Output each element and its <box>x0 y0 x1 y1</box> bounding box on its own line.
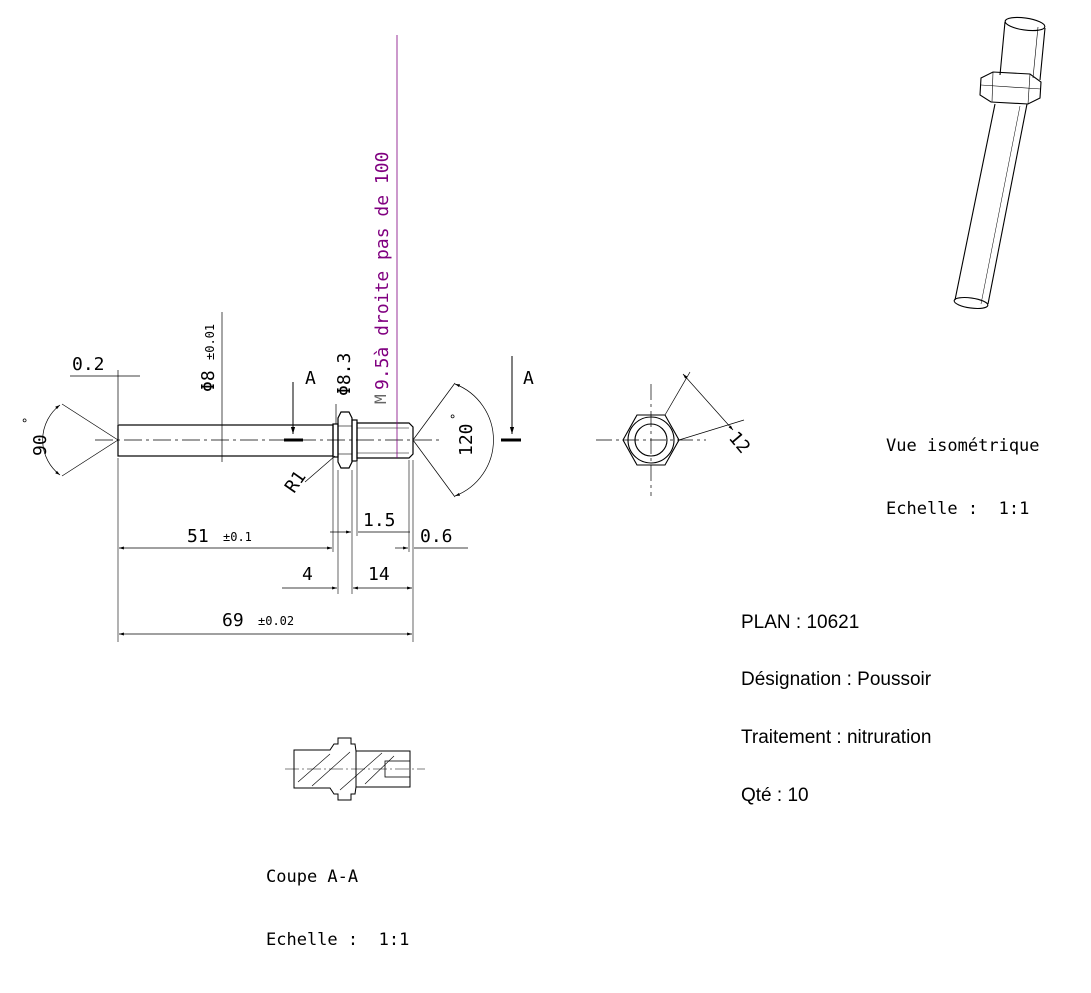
section-a-a-view <box>285 737 425 801</box>
dim-r1 <box>304 455 336 483</box>
dim-phi8-tol: ±0.01 <box>203 324 217 360</box>
angle-120-degree: ° <box>449 413 463 420</box>
dim-12-label: 12 <box>724 428 754 458</box>
dim-51-tol: ±0.1 <box>223 530 252 544</box>
angle-90-dimension <box>42 403 119 477</box>
iso-view-title: Vue isométrique <box>886 436 1040 456</box>
dim-12 <box>664 371 745 441</box>
dim-0-2-label: 0.2 <box>72 354 105 375</box>
plan-number: PLAN : 10621 <box>741 612 860 633</box>
dim-69-label: 69 <box>222 610 244 631</box>
dim-14-label: 14 <box>368 564 390 585</box>
angle-90-label: 90 <box>30 434 51 456</box>
quantity: Qté : 10 <box>741 785 809 806</box>
dim-69-tol: ±0.02 <box>258 614 294 628</box>
dim-0-2 <box>70 370 140 424</box>
isometric-view <box>953 16 1046 310</box>
section-a-left: A <box>305 368 316 389</box>
angle-120-label: 120 <box>456 423 477 456</box>
thread-prefix: M <box>371 394 390 404</box>
angle-120-dimension <box>412 382 494 498</box>
angle-90-degree: ° <box>21 417 35 424</box>
iso-view-caption: Vue isométrique Echelle : 1:1 <box>886 394 1040 562</box>
section-a-right: A <box>523 368 534 389</box>
iso-view-scale: Echelle : 1:1 <box>886 499 1030 519</box>
part-front-view <box>95 411 440 469</box>
thread-note: 9.5à droite pas de 100 <box>372 152 393 390</box>
technical-drawing: 90 ° 120 ° 0.2 Φ8 ±0.01 Φ8.3 A A M 9.5à … <box>21 16 1046 801</box>
dim-1-5-label: 1.5 <box>363 510 396 531</box>
dim-4-label: 4 <box>302 564 313 585</box>
dim-phi8-label: Φ8 <box>198 370 219 392</box>
dim-0-6-label: 0.6 <box>420 526 453 547</box>
dim-51-label: 51 <box>187 526 209 547</box>
dim-r1-label: R1 <box>281 467 311 497</box>
treatment: Traitement : nitruration <box>741 727 932 748</box>
drawing-sheet: 90 ° 120 ° 0.2 Φ8 ±0.01 Φ8.3 A A M 9.5à … <box>21 16 1046 950</box>
section-cut-marks <box>284 356 521 442</box>
dim-phi83-label: Φ8.3 <box>334 353 355 396</box>
section-view-caption: Coupe A-A Echelle : 1:1 <box>266 825 409 993</box>
designation: Désignation : Poussoir <box>741 669 932 690</box>
section-view-scale: Echelle : 1:1 <box>266 930 410 950</box>
hex-end-view <box>596 384 706 496</box>
